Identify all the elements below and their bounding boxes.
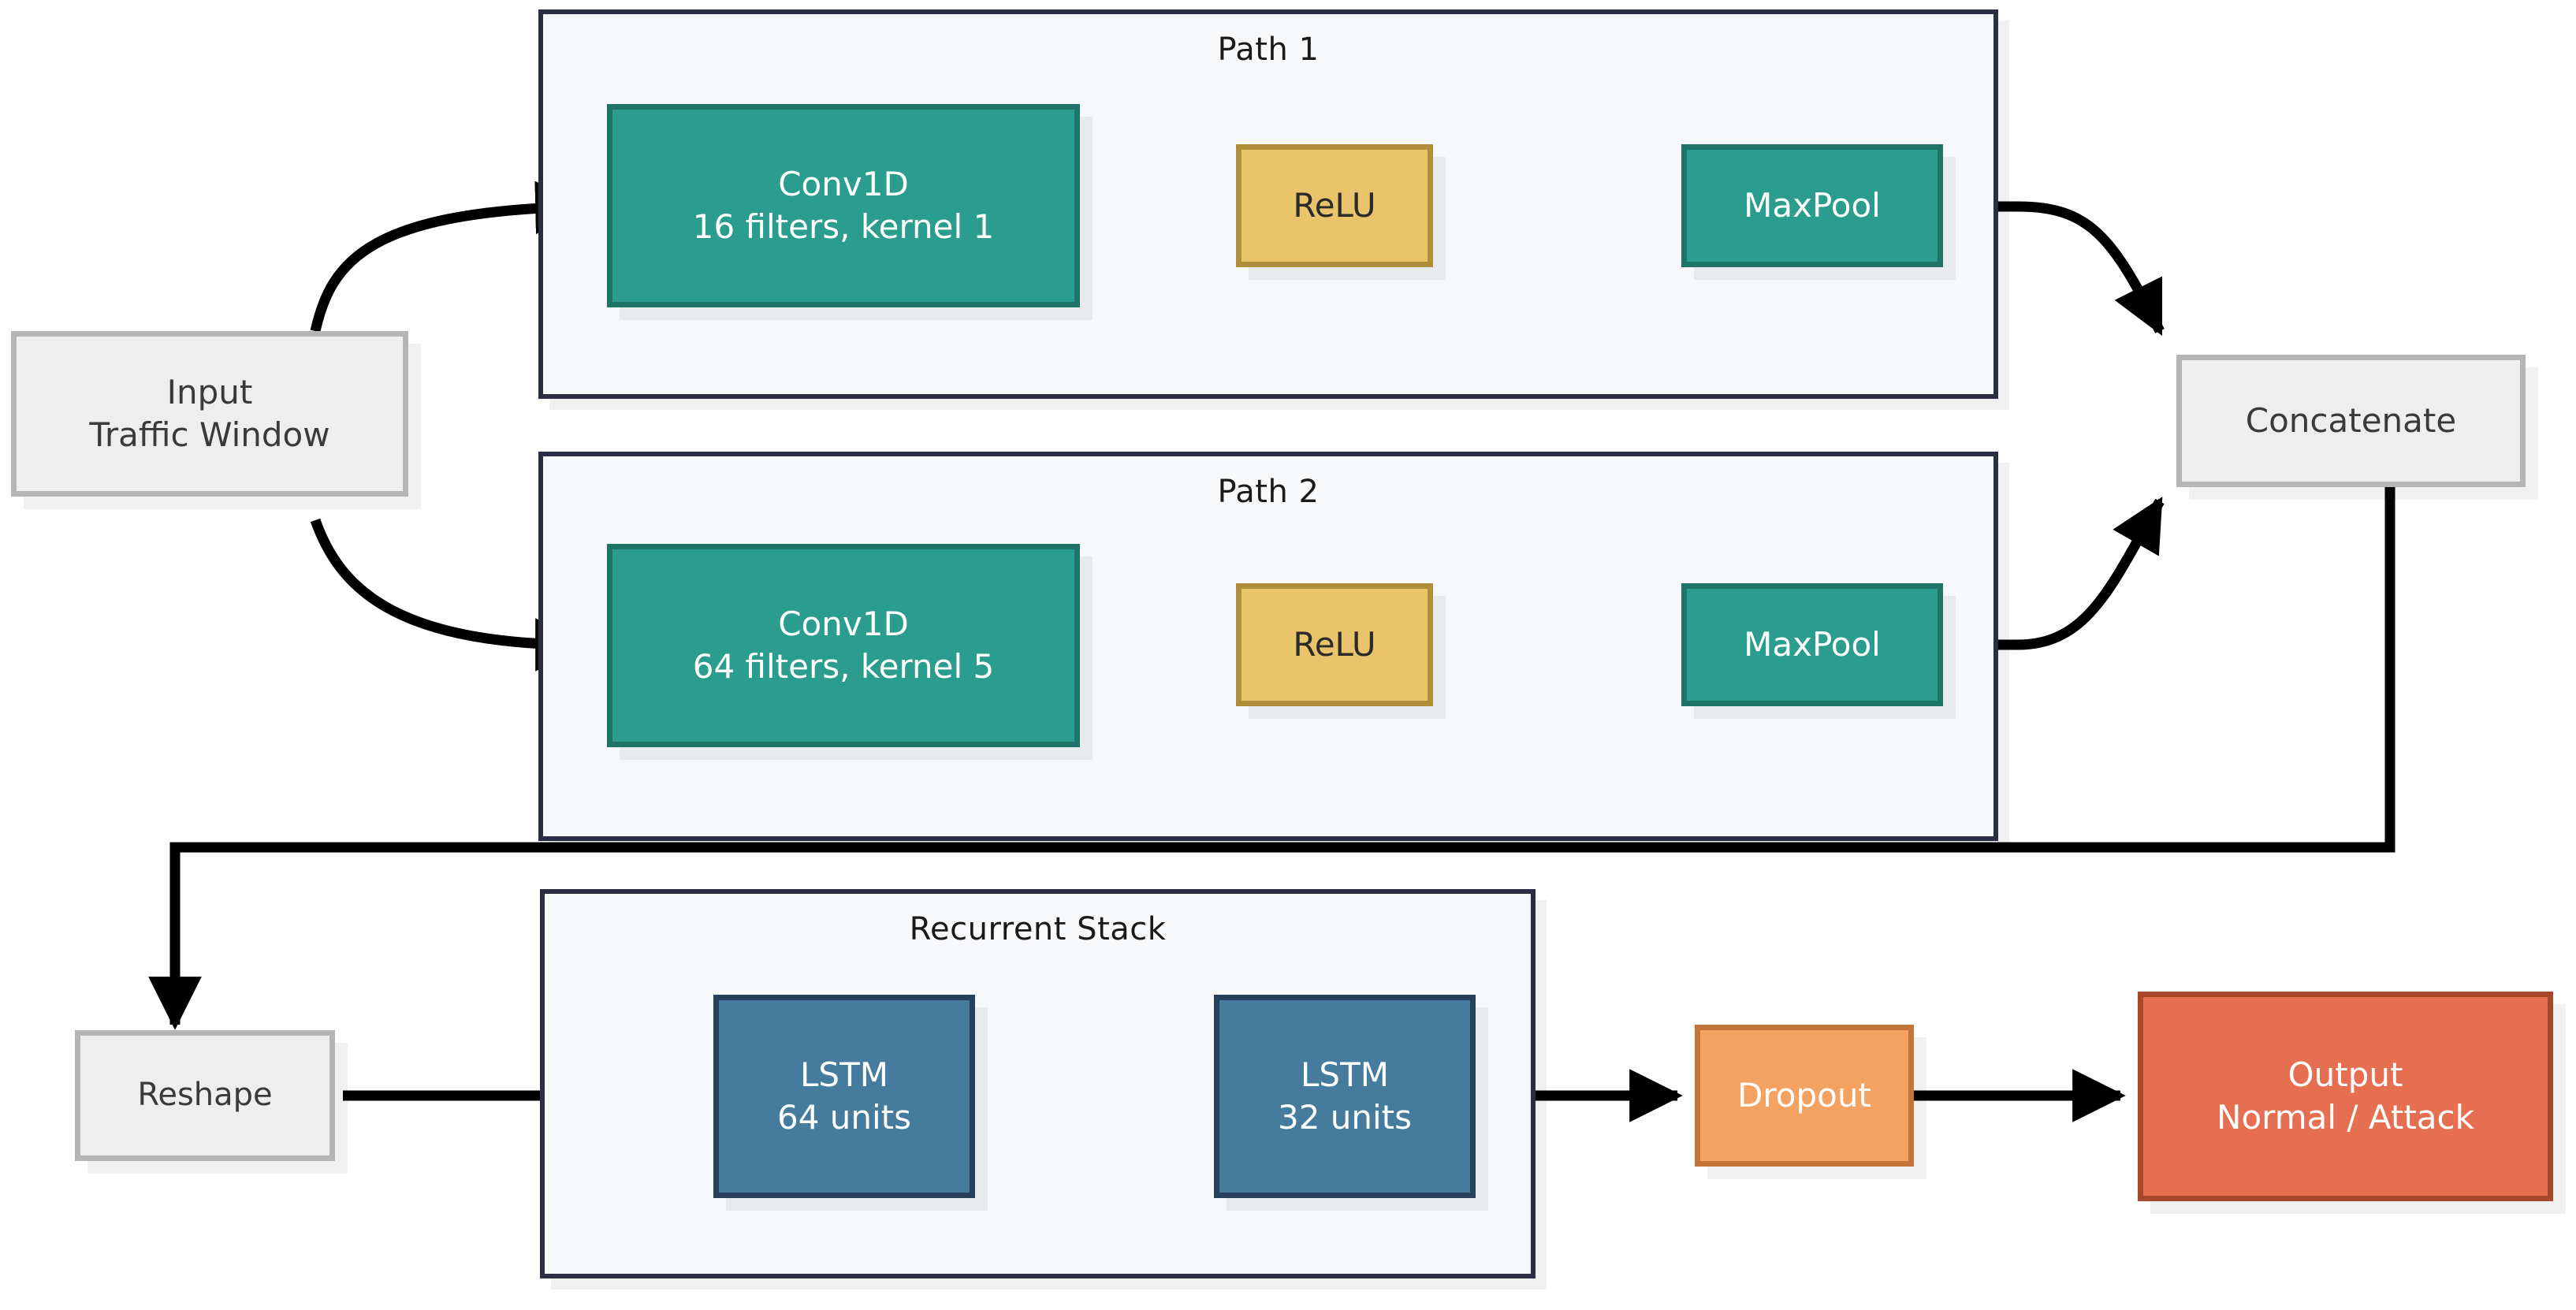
node-conv1d-path1[interactable]: Conv1D 16 filters, kernel 1 bbox=[607, 104, 1080, 307]
node-concatenate-label: Concatenate bbox=[2245, 401, 2457, 441]
edge-input-to-p1conv bbox=[310, 180, 589, 333]
node-input-line-1: Input bbox=[166, 373, 253, 412]
node-lstm-32-line-2: 32 units bbox=[1277, 1098, 1413, 1137]
edge-p1maxpool-to-concatenate bbox=[1933, 201, 2165, 337]
node-maxpool-path2-label: MaxPool bbox=[1744, 625, 1881, 664]
node-relu-path1[interactable]: ReLU bbox=[1236, 144, 1433, 267]
node-reshape-label: Reshape bbox=[137, 1077, 273, 1114]
node-conv1d-path1-line-1: Conv1D bbox=[778, 165, 909, 204]
group-path-2-title: Path 2 bbox=[1217, 474, 1320, 510]
node-relu-path2[interactable]: ReLU bbox=[1236, 583, 1433, 706]
node-lstm-64[interactable]: LSTM 64 units bbox=[713, 995, 975, 1198]
node-output[interactable]: Output Normal / Attack bbox=[2138, 992, 2553, 1201]
node-lstm-64-line-2: 64 units bbox=[776, 1098, 912, 1137]
node-lstm-32[interactable]: LSTM 32 units bbox=[1214, 995, 1476, 1198]
node-dropout-label: Dropout bbox=[1737, 1076, 1871, 1115]
node-concatenate[interactable]: Concatenate bbox=[2176, 355, 2526, 487]
edge-input-to-p2conv bbox=[310, 518, 589, 672]
node-lstm-32-line-1: LSTM bbox=[1301, 1055, 1389, 1095]
node-maxpool-path1-label: MaxPool bbox=[1744, 186, 1881, 225]
group-path-1-title: Path 1 bbox=[1217, 32, 1320, 68]
group-recurrent-stack-title: Recurrent Stack bbox=[909, 911, 1167, 947]
node-output-line-2: Normal / Attack bbox=[2217, 1098, 2474, 1137]
node-reshape[interactable]: Reshape bbox=[75, 1030, 335, 1161]
edge-concatenate-to-reshape bbox=[148, 487, 2395, 1030]
node-relu-path2-label: ReLU bbox=[1293, 625, 1376, 664]
node-conv1d-path2-line-1: Conv1D bbox=[778, 605, 909, 644]
node-output-line-1: Output bbox=[2288, 1055, 2403, 1095]
node-dropout[interactable]: Dropout bbox=[1695, 1025, 1914, 1167]
node-conv1d-path2[interactable]: Conv1D 64 filters, kernel 5 bbox=[607, 544, 1080, 747]
node-conv1d-path2-line-2: 64 filters, kernel 5 bbox=[692, 647, 995, 686]
node-relu-path1-label: ReLU bbox=[1293, 186, 1376, 225]
node-input-line-2: Traffic Window bbox=[89, 415, 330, 454]
edge-p2maxpool-to-concatenate bbox=[1933, 497, 2165, 650]
node-maxpool-path2[interactable]: MaxPool bbox=[1681, 583, 1943, 706]
node-maxpool-path1[interactable]: MaxPool bbox=[1681, 144, 1943, 267]
node-conv1d-path1-line-2: 16 filters, kernel 1 bbox=[692, 207, 995, 246]
node-lstm-64-line-1: LSTM bbox=[800, 1055, 888, 1095]
node-input[interactable]: Input Traffic Window bbox=[11, 331, 408, 497]
